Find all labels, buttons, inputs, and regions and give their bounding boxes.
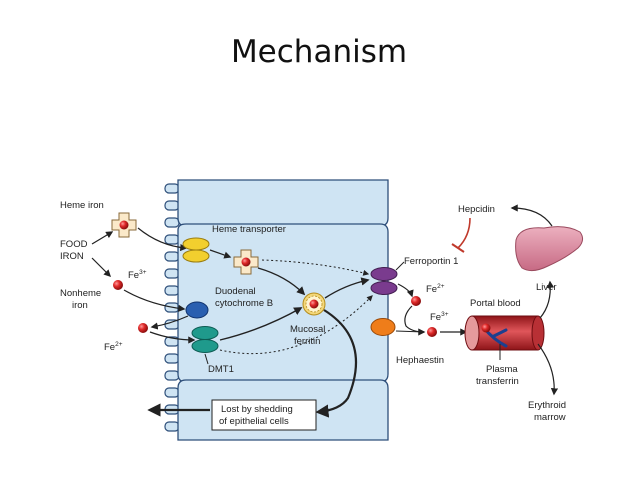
arrow-heme-to-ferritin — [257, 267, 306, 296]
food-iron-label-line2: IRON — [60, 251, 84, 262]
dotted-path-dmt1-to-ferroportin — [219, 295, 373, 355]
liver-organ — [515, 226, 584, 272]
mucosal-label-line2: ferritin — [294, 336, 320, 347]
erythroid-label-line2: marrow — [534, 412, 566, 423]
arrow-vessel-to-marrow — [537, 343, 559, 396]
heme-iron-molecule-left — [111, 212, 137, 238]
plasma-label-line2: transferrin — [476, 376, 519, 387]
plasma-transferrin — [481, 323, 508, 348]
arrow-dmt1-to-ferritin — [219, 307, 303, 341]
arrow-liver-to-hepcidin — [510, 204, 553, 227]
arrow-ferroportin-to-fe2 — [397, 283, 414, 298]
hephaestin-label: Hephaestin — [396, 355, 444, 366]
portal-blood-label: Portal blood — [470, 298, 521, 309]
iron-atom-fe2-right — [411, 296, 421, 306]
heme-transporter-protein — [182, 237, 210, 263]
nonheme-label-line1: Nonheme — [60, 288, 101, 299]
iron-atom-fe2-left — [138, 323, 148, 333]
shedding-label-line2: of epithelial cells — [219, 416, 289, 427]
heme-transporter-label: Heme transporter — [212, 224, 286, 235]
ferroportin-1-protein — [370, 267, 398, 295]
fe3-left-label: Fe3+ — [128, 269, 147, 281]
iron-atom-fe3-right — [427, 327, 437, 337]
dotted-path-heme-to-ferroportin — [261, 259, 370, 276]
hephaestin-protein — [370, 318, 396, 336]
food-iron-label-line1: FOOD — [60, 239, 88, 250]
fe2-right-label: Fe2+ — [426, 283, 445, 295]
arrow-food-to-nonheme — [91, 257, 112, 278]
arrow-fe3-to-cytochrome — [123, 289, 186, 312]
slide-title: Mechanism — [230, 34, 408, 70]
erythroid-label-line1: Erythroid — [528, 400, 566, 411]
heme-iron-label: Heme iron — [60, 200, 104, 211]
shedding-label-line1: Lost by shedding — [221, 404, 293, 415]
plasma-label-line1: Plasma — [486, 364, 518, 375]
ferroportin-pointer — [395, 261, 405, 271]
hepcidin-inhibition-bar — [451, 243, 465, 253]
fe2-left-label: Fe2+ — [104, 341, 123, 353]
liver-label: Liver — [536, 282, 557, 293]
ferroportin-label: Ferroportin 1 — [404, 256, 458, 267]
dmt1-protein — [191, 326, 219, 353]
duodenal-label-line1: Duodenal — [215, 286, 256, 297]
arrow-cytochrome-to-fe2 — [150, 315, 189, 330]
cell-top — [177, 179, 389, 227]
shedding-box: Lost by shedding of epithelial cells — [211, 399, 317, 431]
arrow-hephaestin-to-fe3 — [395, 330, 425, 333]
arrow-fe2-to-dmt1 — [149, 331, 196, 344]
duodenal-label-line2: cytochrome B — [215, 298, 273, 309]
arrow-dmt1-pointer — [204, 353, 209, 365]
arrow-ferritin-to-shedding — [315, 309, 358, 418]
arrow-heme-to-transporter — [137, 227, 188, 252]
mucosal-label-line1: Mucosal — [290, 324, 325, 335]
iron-atom-fe3-left — [113, 280, 123, 290]
hepcidin-label: Hepcidin — [458, 204, 495, 215]
arrow-vessel-to-liver — [539, 280, 555, 319]
dmt1-label: DMT1 — [208, 364, 234, 375]
nonheme-label-line2: iron — [72, 300, 88, 311]
arrow-food-to-heme — [91, 231, 114, 245]
hepcidin-inhibition-line — [457, 217, 471, 249]
arrow-fe2-to-fe3 — [404, 305, 426, 336]
arrow-ferritin-to-ferroportin — [324, 277, 370, 299]
duodenal-cytochrome-b-protein — [185, 301, 209, 319]
arrow-transporter-to-heme — [209, 249, 232, 259]
heme-iron-molecule-cell — [233, 249, 259, 275]
fe3-right-label: Fe3+ — [430, 311, 449, 323]
mucosal-ferritin — [302, 292, 326, 316]
